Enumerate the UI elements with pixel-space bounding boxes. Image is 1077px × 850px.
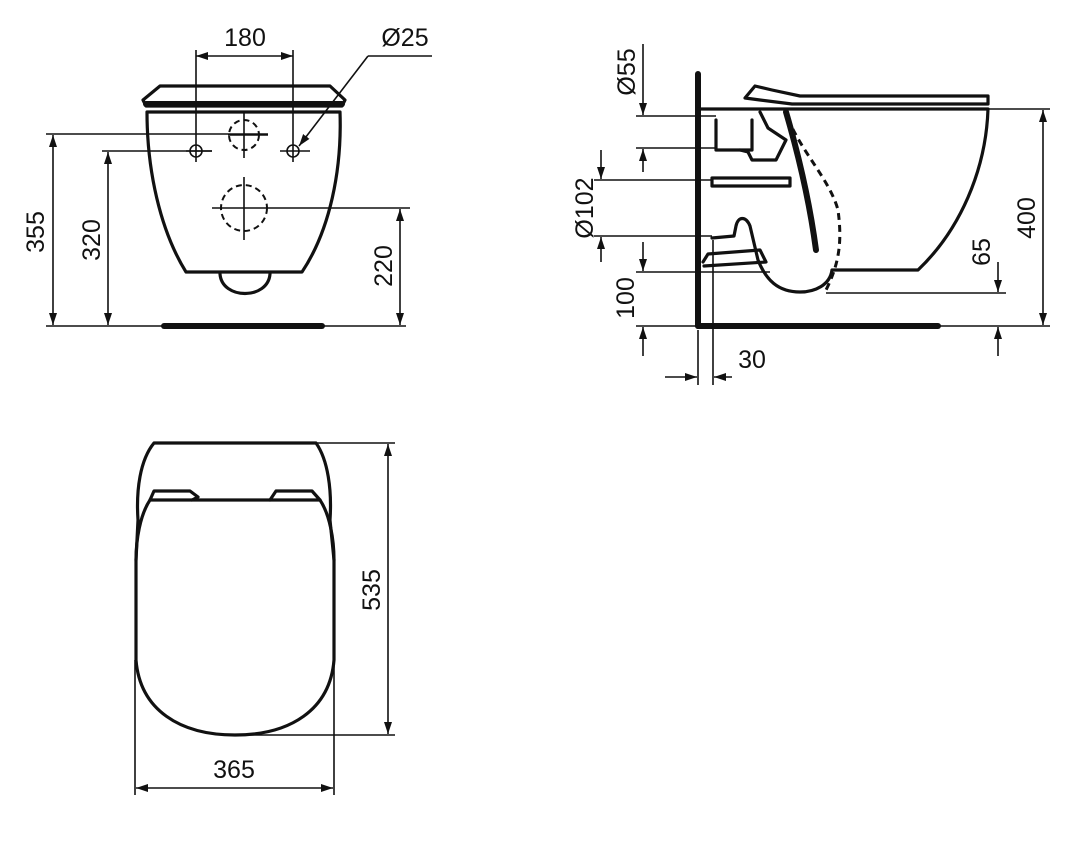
trap-dashed — [786, 117, 842, 291]
trap-bulge — [218, 272, 272, 296]
dim-outlet-height: 220 — [370, 245, 398, 287]
side-view: Ø55 Ø102 100 30 65 400 — [571, 44, 1050, 385]
dim-fixing-spacing: 180 — [224, 24, 266, 52]
dim-trap-height: 65 — [968, 238, 996, 266]
hinge-left — [148, 489, 200, 502]
bowl-side — [696, 107, 990, 294]
dim-width: 365 — [213, 756, 255, 784]
dim-bottom-clearance: 100 — [612, 277, 640, 319]
dim-upper-fixing-height: 355 — [22, 211, 50, 253]
top-view: 535 365 — [134, 441, 395, 795]
dim-inlet-diameter: Ø55 — [613, 48, 641, 95]
seat-side — [743, 84, 990, 106]
hinge-right — [268, 489, 322, 502]
dim-outlet-diameter: Ø102 — [571, 177, 599, 238]
dim-rim-height: 400 — [1013, 197, 1041, 239]
bowl-top-outline — [134, 441, 336, 737]
dim-length: 535 — [358, 569, 386, 611]
dim-wall-offset: 30 — [738, 346, 766, 374]
front-view: 180 Ø25 355 320 220 — [22, 24, 432, 329]
seat-top-outline — [134, 498, 336, 562]
bowl-outline — [145, 110, 342, 274]
dim-fixing-hole-diameter: Ø25 — [381, 24, 428, 52]
dim-lower-fixing-height: 320 — [78, 219, 106, 261]
